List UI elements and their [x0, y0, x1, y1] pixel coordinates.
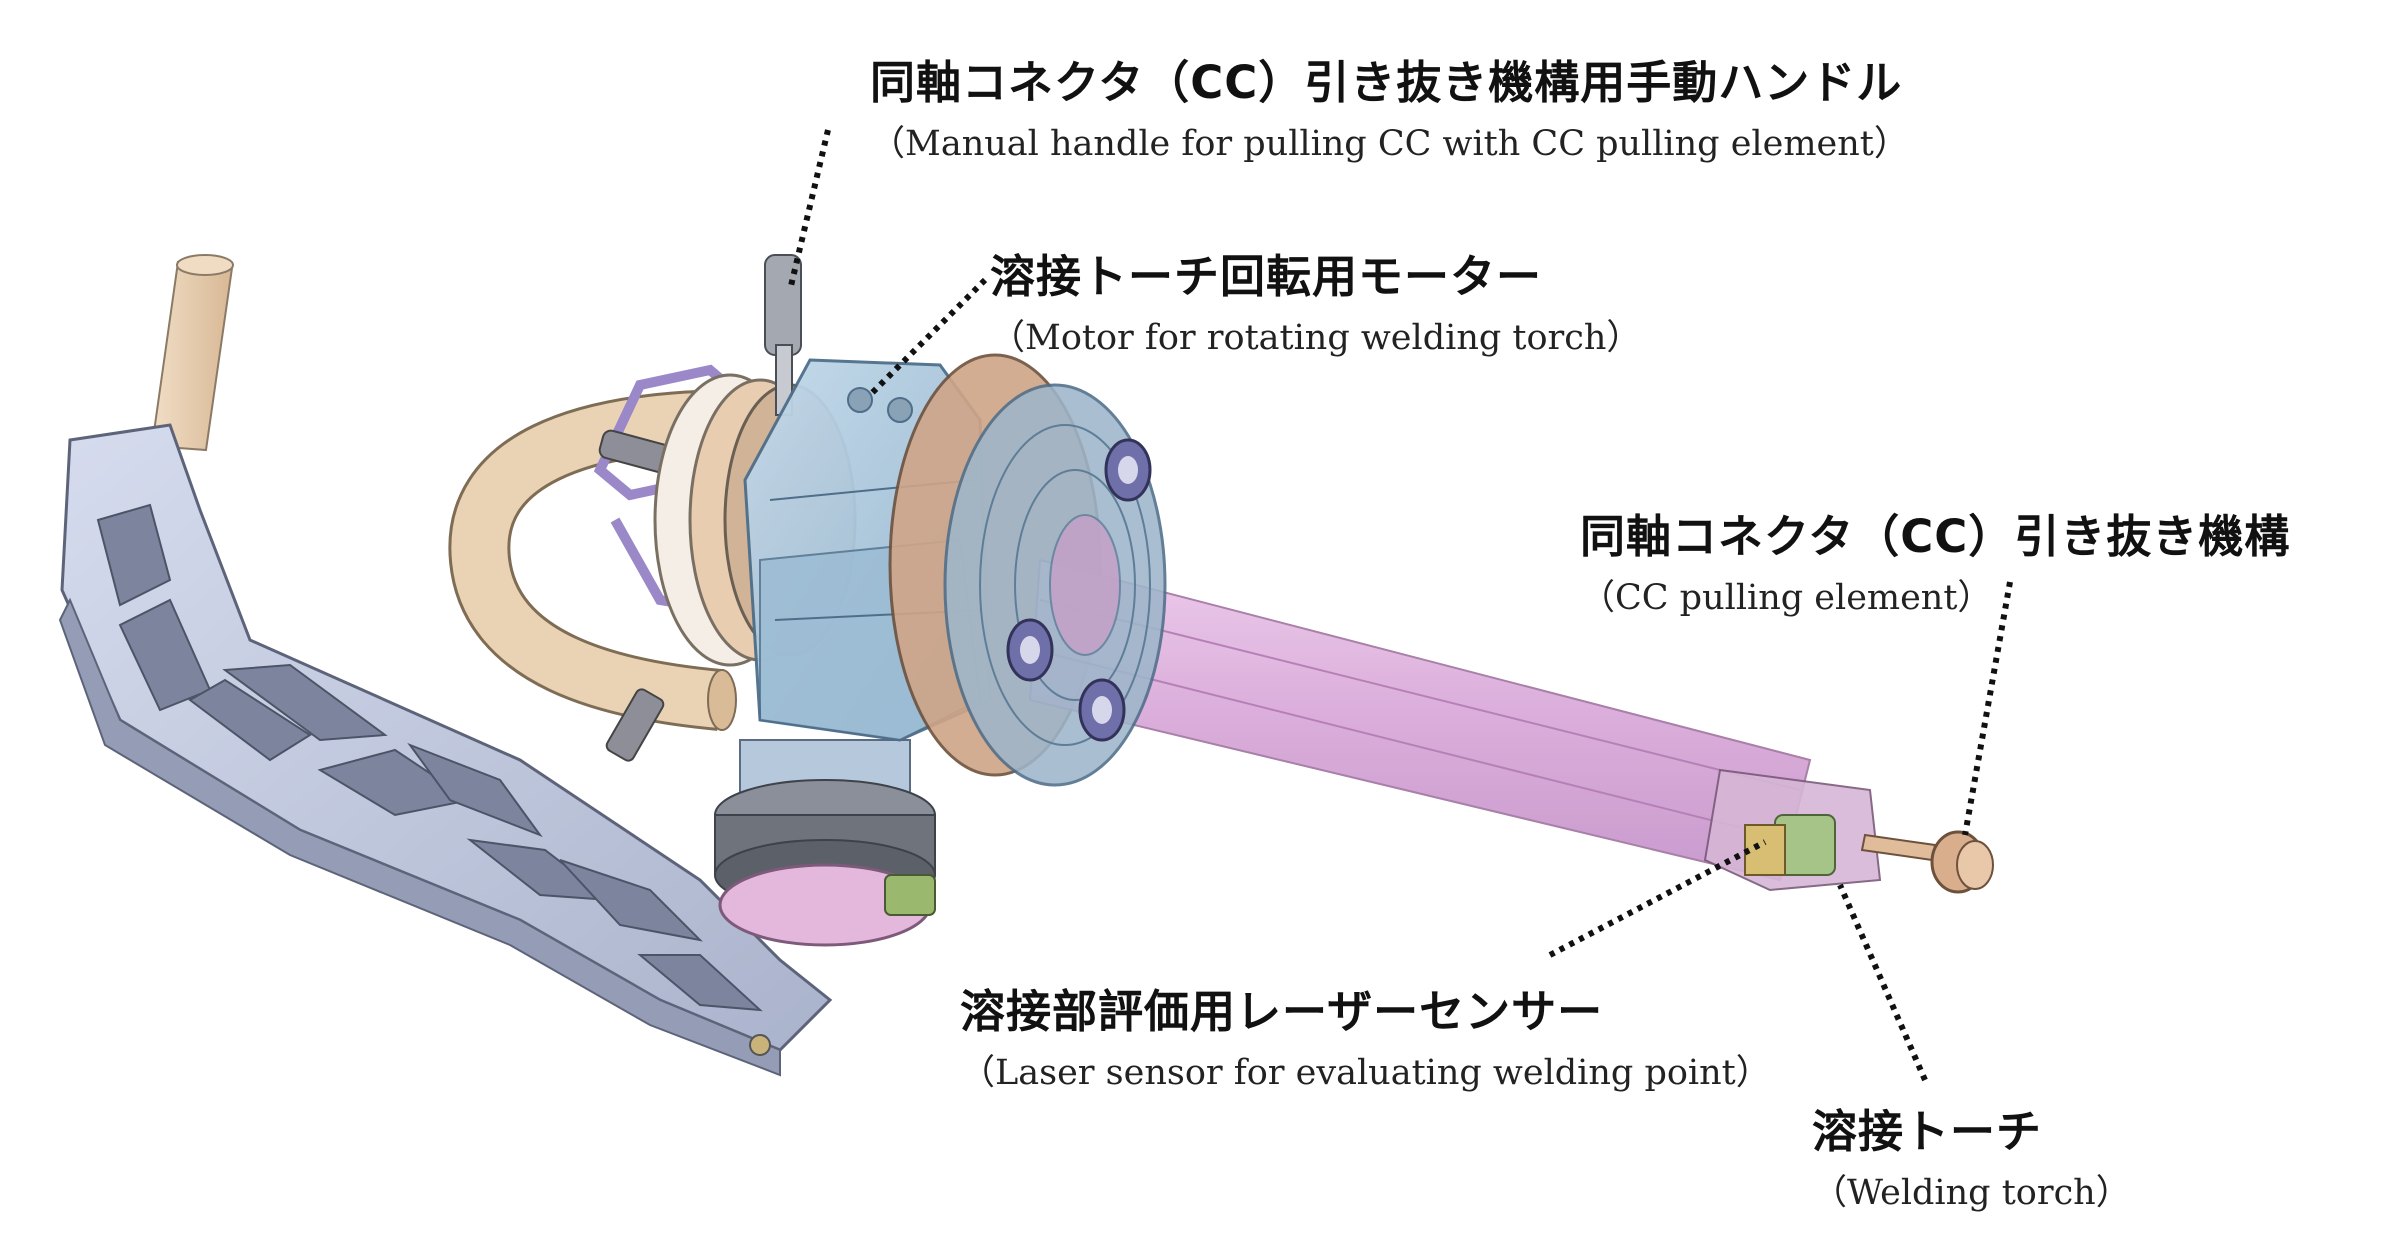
callout-en-label: （Manual handle for pulling CC with CC pu… — [870, 124, 1909, 164]
support-arm — [58, 423, 833, 1077]
callout-jp-label: 溶接部評価用レーザーセンサー — [960, 985, 1604, 1038]
callout-jp-label: 同軸コネクタ（CC）引き抜き機構 — [1580, 510, 2291, 563]
callout-en-label: （Laser sensor for evaluating welding poi… — [960, 1053, 1771, 1093]
callout-en-label: （Motor for rotating welding torch） — [990, 318, 1642, 358]
head-assembly — [1703, 768, 1882, 892]
callout-welding-torch: 溶接トーチ （Welding torch） — [1812, 1095, 2131, 1215]
callout-jp-label: 溶接トーチ — [1812, 1105, 2043, 1158]
callout-en-label: （CC pulling element） — [1580, 578, 1993, 618]
callout-en-label: （Welding torch） — [1812, 1173, 2131, 1213]
callout-laser-sensor: 溶接部評価用レーザーセンサー （Laser sensor for evaluat… — [960, 975, 1771, 1095]
callout-torch-motor: 溶接トーチ回転用モーター （Motor for rotating welding… — [990, 240, 1641, 360]
clamp-bolts — [1006, 438, 1152, 742]
leader-line-motor — [867, 277, 988, 398]
callout-cc-pulling-element: 同軸コネクタ（CC）引き抜き機構 （CC pulling element） — [1580, 500, 2290, 620]
leader-lines — [787, 129, 2013, 1082]
callout-manual-handle: 同軸コネクタ（CC）引き抜き機構用手動ハンドル （Manual handle f… — [870, 46, 1909, 166]
callout-jp-label: 溶接トーチ回転用モーター — [990, 250, 1543, 303]
leader-line-laser — [1548, 839, 1767, 958]
rotary-joint — [714, 739, 936, 947]
vertical-pipe — [150, 254, 234, 452]
leader-line-torch — [1837, 883, 1928, 1082]
callout-jp-label: 同軸コネクタ（CC）引き抜き機構用手動ハンドル — [870, 56, 1903, 109]
welding-torch-tip — [1860, 830, 1994, 894]
